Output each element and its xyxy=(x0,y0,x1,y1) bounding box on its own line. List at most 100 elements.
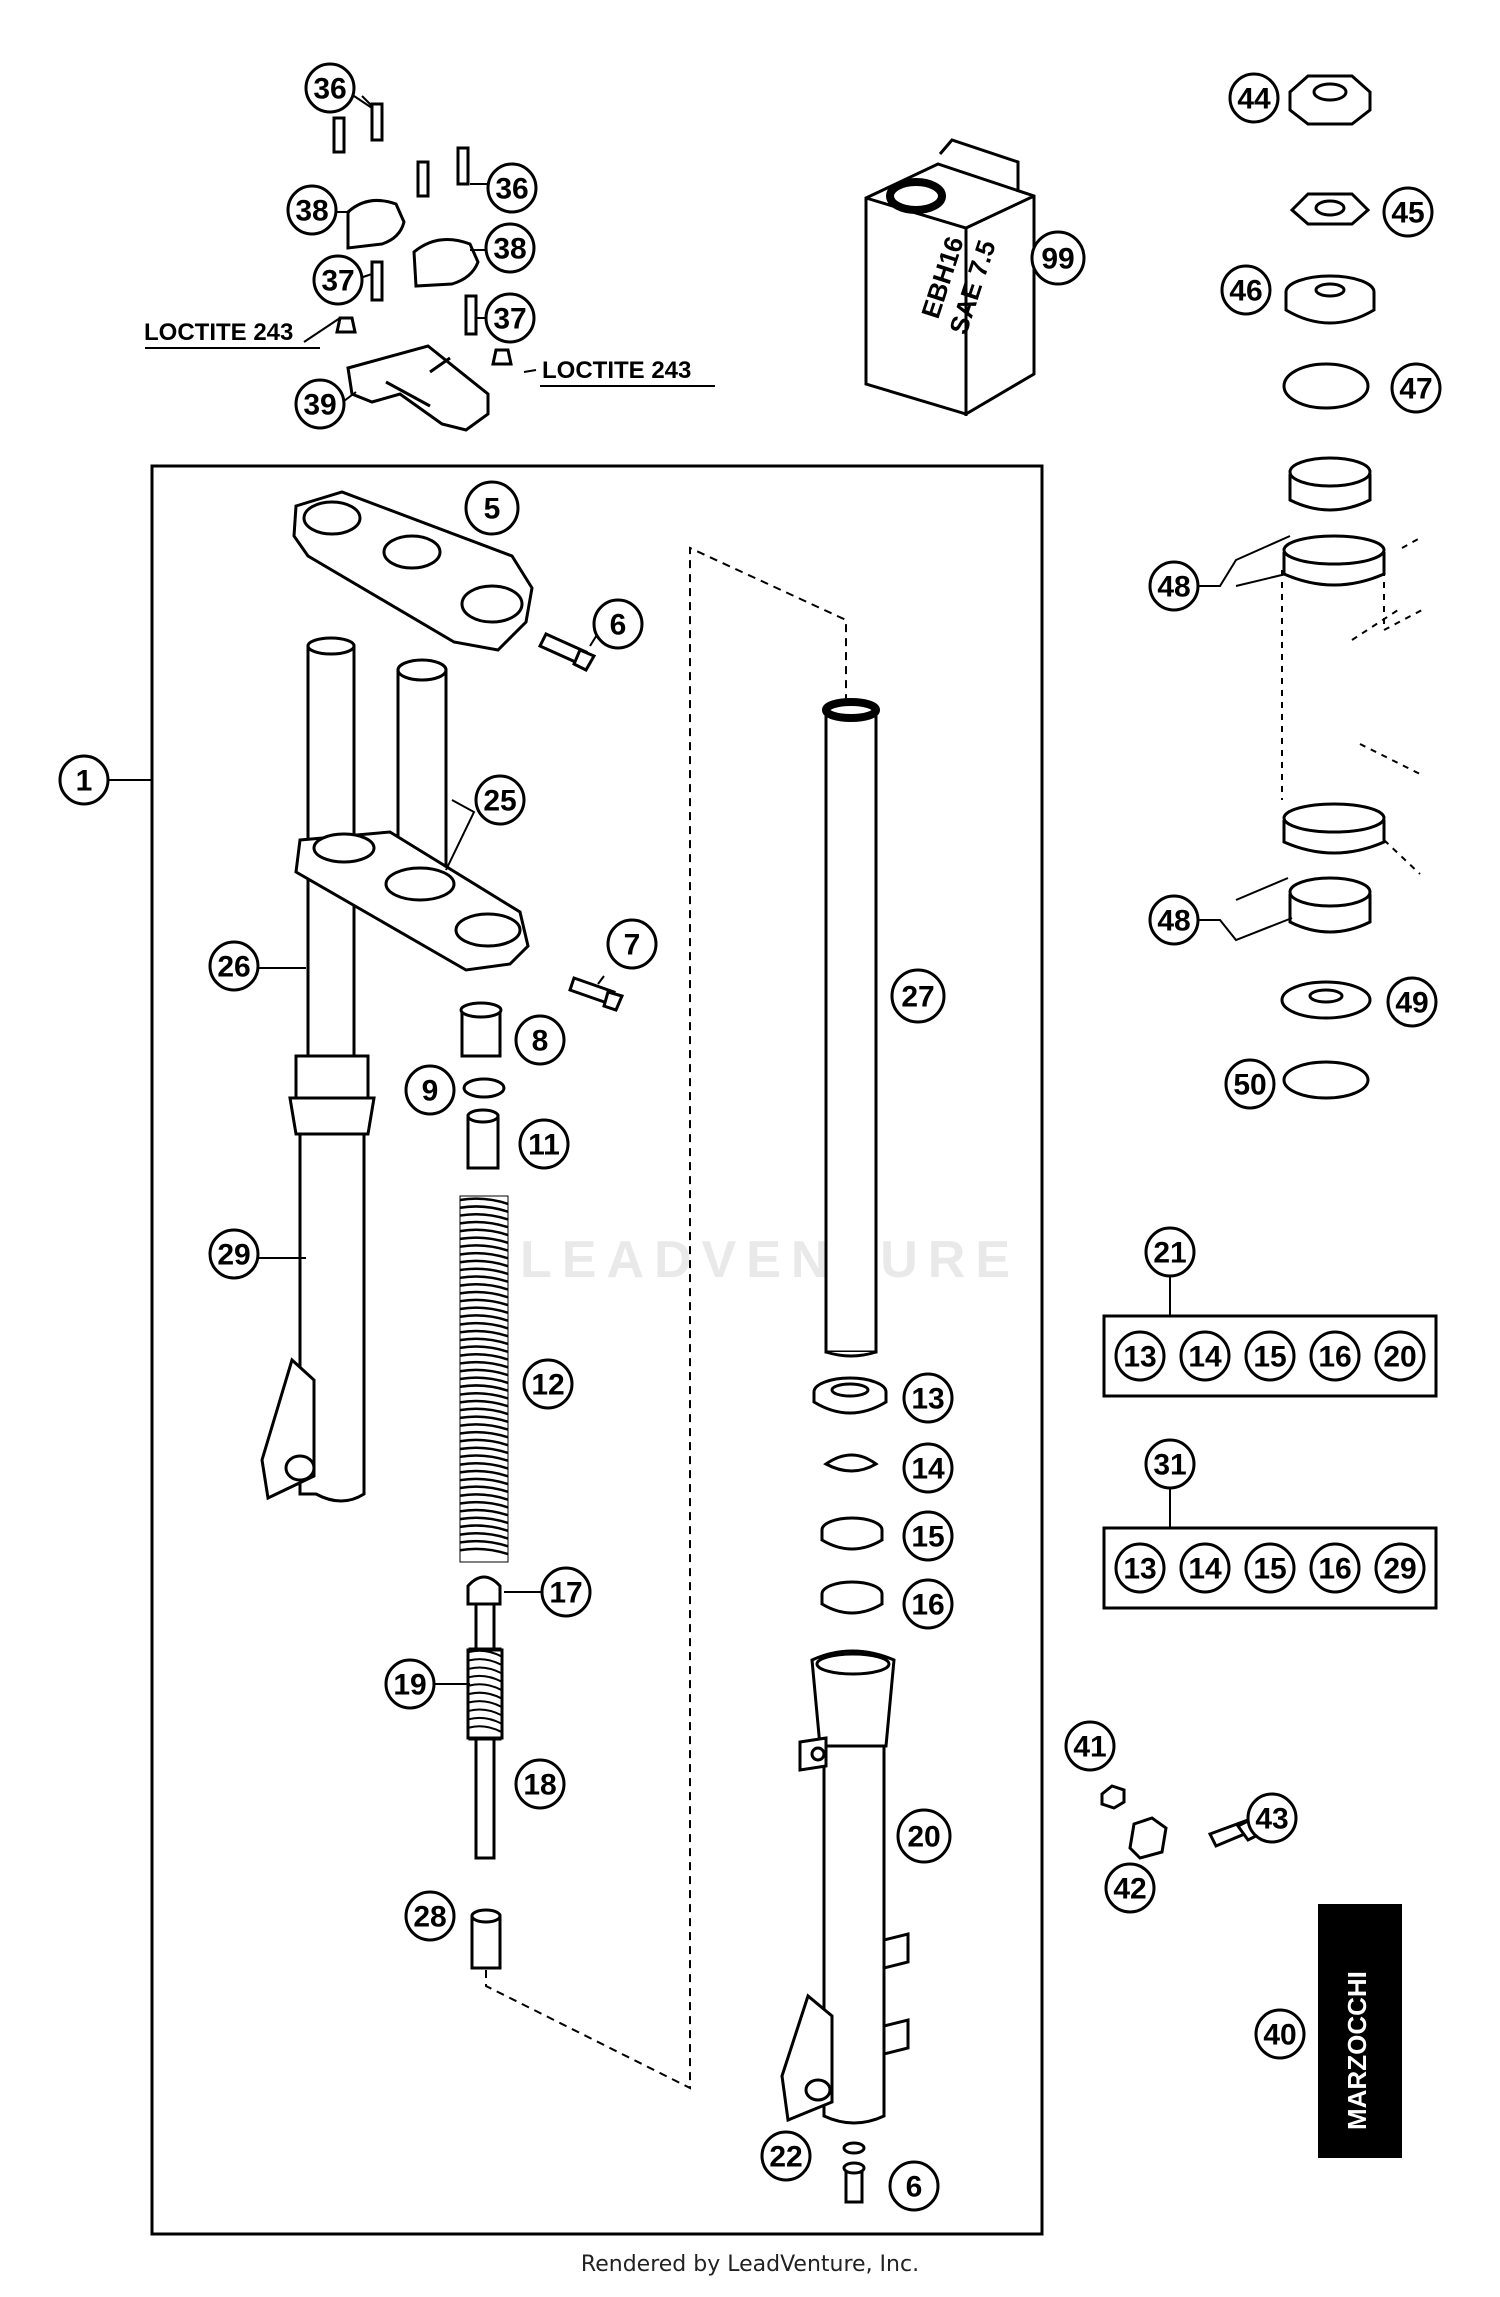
callout-36-number: 36 xyxy=(313,73,346,106)
callout-48: 48 xyxy=(1148,894,1200,946)
fork-tube-right xyxy=(822,698,880,1358)
clamp-halves xyxy=(346,198,480,288)
callout-50: 50 xyxy=(1224,1058,1276,1110)
callout-50-circle xyxy=(1224,1058,1276,1110)
callout-7: 7 xyxy=(606,918,658,970)
kit-item-14-circle xyxy=(1179,1330,1231,1382)
callout-42: 42 xyxy=(1104,1862,1156,1914)
callout-50-number: 50 xyxy=(1233,1069,1266,1102)
callout-48-number: 48 xyxy=(1157,905,1190,938)
callout-9: 9 xyxy=(404,1064,456,1116)
fork-leg-left xyxy=(260,636,376,1503)
callout-25-circle xyxy=(474,774,526,826)
kit-item-15-number: 15 xyxy=(1253,1553,1286,1586)
callout-29-circle xyxy=(208,1228,260,1280)
callout-16-number: 16 xyxy=(911,1589,944,1622)
callout-44-number: 44 xyxy=(1237,83,1271,116)
callout-13-circle xyxy=(902,1372,954,1424)
callout-6-circle xyxy=(592,598,644,650)
small-spring-coils xyxy=(468,1649,502,1733)
callout-21: 21 xyxy=(1144,1226,1196,1278)
callout-99: 99 xyxy=(1030,230,1086,286)
callout-9-circle xyxy=(404,1064,456,1116)
callout-19-number: 19 xyxy=(393,1669,426,1702)
callout-6-number: 6 xyxy=(906,2171,923,2204)
callout-16-circle xyxy=(902,1578,954,1630)
callout-38: 38 xyxy=(286,184,338,236)
callout-26: 26 xyxy=(208,940,260,992)
callout-37-circle xyxy=(312,254,364,306)
damper-rod xyxy=(466,1575,504,1970)
callout-5: 5 xyxy=(464,480,520,536)
callout-36-circle xyxy=(486,162,538,214)
callout-16: 16 xyxy=(902,1578,954,1630)
callout-43: 43 xyxy=(1246,1792,1298,1844)
callout-37-circle xyxy=(484,292,536,344)
kit-item-20-circle xyxy=(1374,1330,1426,1382)
clamp-base-plate xyxy=(346,344,490,432)
callout-12-number: 12 xyxy=(531,1369,564,1402)
callout-36-number: 36 xyxy=(495,173,528,206)
callout-47-number: 47 xyxy=(1399,373,1432,406)
kit-item-13-circle xyxy=(1114,1542,1166,1594)
callout-46-number: 46 xyxy=(1229,275,1262,308)
callout-49-circle xyxy=(1386,976,1438,1028)
callout-15: 15 xyxy=(902,1510,954,1562)
callout-15-circle xyxy=(902,1510,954,1562)
leader xyxy=(1196,877,1293,942)
clamp-bolt-7 xyxy=(568,976,625,1012)
callout-43-number: 43 xyxy=(1255,1803,1288,1836)
callout-37: 37 xyxy=(312,254,364,306)
callout-49-number: 49 xyxy=(1395,987,1428,1020)
kit-item-14-number: 14 xyxy=(1188,1553,1222,1586)
kit-item-20-number: 20 xyxy=(1383,1341,1416,1374)
callout-40-number: 40 xyxy=(1263,2019,1296,2052)
loctite-label-right: LOCTITE 243 xyxy=(542,357,691,384)
clamp-bolts-group xyxy=(332,102,513,366)
callout-17: 17 xyxy=(540,1566,592,1618)
callout-48-number: 48 xyxy=(1157,571,1190,604)
callout-11-circle xyxy=(518,1118,570,1170)
callout-1: 1 xyxy=(58,754,110,806)
callout-9-number: 9 xyxy=(422,1075,439,1108)
callout-20: 20 xyxy=(896,1808,952,1864)
callout-36: 36 xyxy=(486,162,538,214)
steering-parts xyxy=(1280,74,1386,1100)
kit-item-29-number: 29 xyxy=(1383,1553,1416,1586)
callout-19-circle xyxy=(384,1658,436,1710)
callout-49: 49 xyxy=(1386,976,1438,1028)
kit-item-16: 16 xyxy=(1309,1330,1361,1382)
internal-parts xyxy=(459,1001,506,1170)
callout-31-number: 31 xyxy=(1153,1449,1186,1482)
kit-item-14-circle xyxy=(1179,1542,1231,1594)
callout-26-number: 26 xyxy=(217,951,250,984)
kit-item-29-circle xyxy=(1374,1542,1426,1594)
callout-14: 14 xyxy=(902,1442,954,1494)
kit-item-15-number: 15 xyxy=(1253,1341,1286,1374)
kit-item-20: 20 xyxy=(1374,1330,1426,1382)
callout-11-number: 11 xyxy=(528,1129,560,1162)
callout-29-number: 29 xyxy=(217,1239,250,1272)
callout-44: 44 xyxy=(1228,72,1280,124)
rebound-spring xyxy=(468,1647,502,1741)
callout-26-circle xyxy=(208,940,260,992)
callout-14-number: 14 xyxy=(911,1453,945,1486)
main-spring xyxy=(459,1195,509,1563)
frame-headtube-outline xyxy=(1281,537,1423,875)
kit-item-14: 14 xyxy=(1179,1542,1231,1594)
callout-39-circle xyxy=(294,378,346,430)
kit-item-15-circle xyxy=(1244,1542,1296,1594)
fork-leg-right xyxy=(780,1649,910,2125)
kit-item-29: 29 xyxy=(1374,1542,1426,1594)
callout-28: 28 xyxy=(404,1890,456,1942)
callout-28-circle xyxy=(404,1890,456,1942)
callout-38-number: 38 xyxy=(295,195,328,228)
callout-7-number: 7 xyxy=(624,929,641,962)
callout-27-circle xyxy=(890,968,946,1024)
callout-41: 41 xyxy=(1064,1720,1116,1772)
spring-coils xyxy=(459,1197,509,1556)
callout-36: 36 xyxy=(304,62,356,114)
callout-12-circle xyxy=(522,1358,574,1410)
lower-triple-clamp xyxy=(294,658,530,972)
